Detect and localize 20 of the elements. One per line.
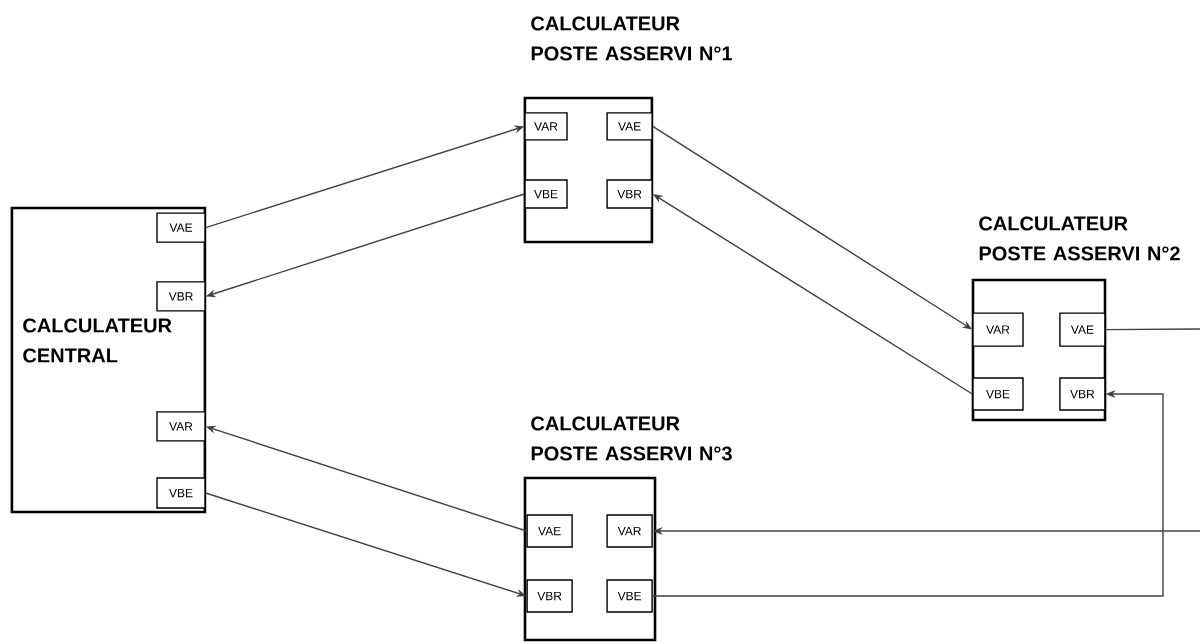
box-heading: CALCULATEUR POSTE ASSERVI N°2 xyxy=(979,216,1180,261)
port-box: VAE xyxy=(606,112,653,141)
port-box: VBE xyxy=(524,179,568,209)
port-box: VAR xyxy=(524,112,568,141)
box-heading: CALCULATEUR CENTRAL xyxy=(23,318,172,363)
port-box: VAR xyxy=(606,514,653,548)
port-box: VAR xyxy=(156,411,206,442)
port-box: VBE xyxy=(606,579,653,613)
port-box: VAE xyxy=(526,514,573,548)
box-heading: CALCULATEUR POSTE ASSERVI N°1 xyxy=(531,16,732,61)
port-box: VAE xyxy=(156,212,206,243)
box-heading: CALCULATEUR POSTE ASSERVI N°3 xyxy=(531,416,732,461)
port-box: VBE xyxy=(156,477,206,509)
port-box: VAE xyxy=(1059,312,1106,347)
port-box: VBR xyxy=(526,579,573,613)
port-box: VBE xyxy=(972,377,1024,411)
port-box: VBR xyxy=(1059,377,1106,411)
port-box: VBR xyxy=(156,281,206,312)
port-box: VAR xyxy=(972,312,1024,347)
port-box: VBR xyxy=(606,179,653,209)
